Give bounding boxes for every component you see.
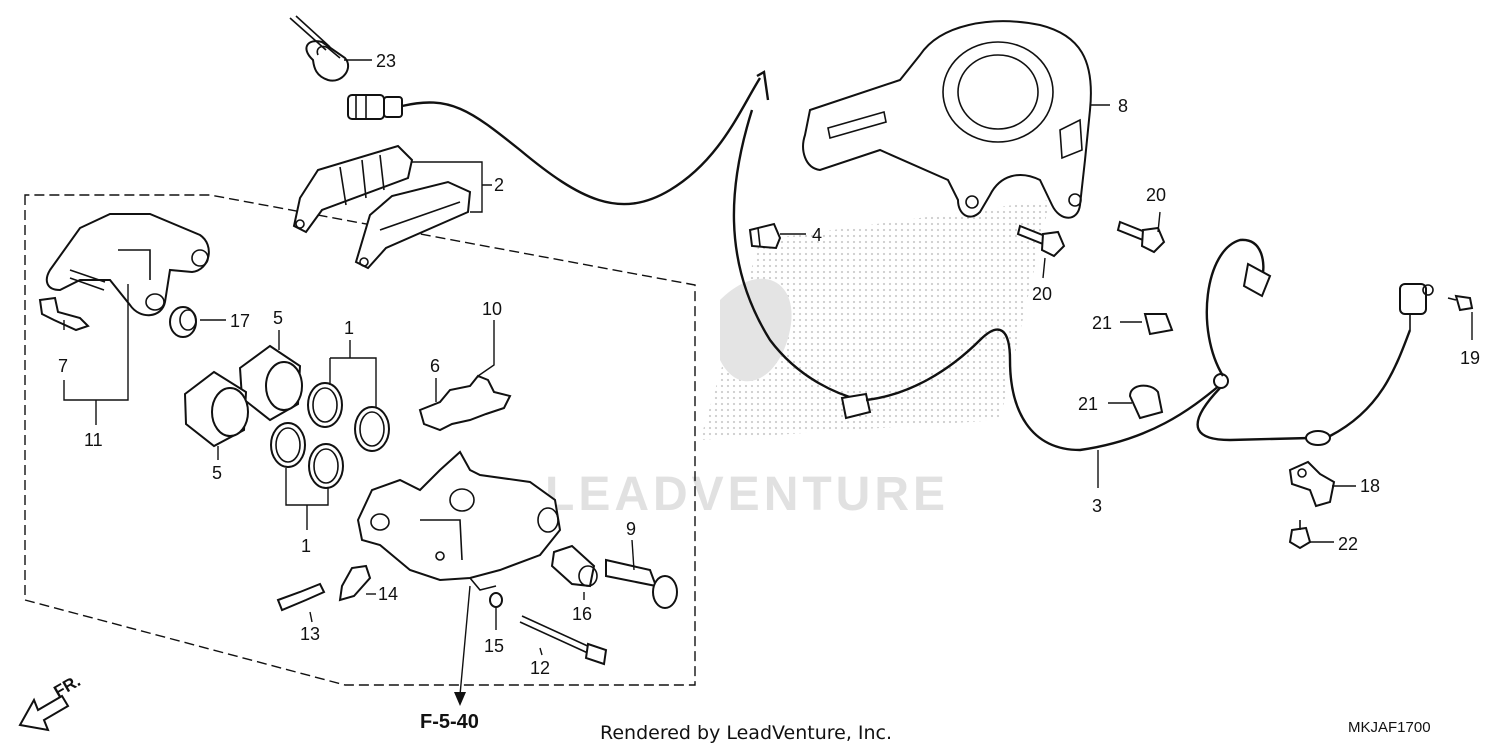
credit-text: Rendered by LeadVenture, Inc. bbox=[600, 722, 892, 744]
part-clamp-upper[interactable] bbox=[1143, 313, 1174, 336]
part-bolt-left[interactable] bbox=[1016, 224, 1066, 258]
svg-text:FR.: FR. bbox=[51, 671, 84, 701]
callout-21-lower: 21 bbox=[1078, 394, 1098, 414]
part-sensor-bolt[interactable] bbox=[1447, 294, 1474, 312]
part-bolt-right[interactable] bbox=[1116, 220, 1166, 254]
callout-14: 14 bbox=[378, 584, 398, 604]
callout-20-right: 20 bbox=[1146, 185, 1166, 205]
callout-5-upper: 5 bbox=[273, 308, 283, 328]
callout-18: 18 bbox=[1360, 476, 1380, 496]
callout-1-upper: 1 bbox=[344, 318, 354, 338]
part-clamp-lower[interactable] bbox=[1128, 384, 1164, 420]
part-brake-pads[interactable] bbox=[292, 144, 472, 270]
callout-1-lower: 1 bbox=[301, 536, 311, 556]
watermark: LEADVENTURE bbox=[545, 200, 1050, 521]
callout-22: 22 bbox=[1338, 534, 1358, 554]
part-caliper-body[interactable] bbox=[356, 450, 562, 591]
reference-link[interactable]: F-5-40 bbox=[420, 711, 479, 733]
callout-17: 17 bbox=[230, 311, 250, 331]
callout-12: 12 bbox=[530, 658, 550, 678]
callout-6: 6 bbox=[430, 356, 440, 376]
part-piston-lower[interactable] bbox=[183, 370, 249, 448]
part-clip[interactable] bbox=[748, 222, 782, 250]
callout-11: 11 bbox=[84, 430, 103, 450]
callout-2: 2 bbox=[494, 175, 504, 195]
callout-23: 23 bbox=[376, 51, 396, 71]
callout-3: 3 bbox=[1092, 496, 1102, 516]
callout-labels: 23 2 8 20 20 4 21 21 3 19 18 22 17 7 11 … bbox=[58, 51, 1480, 678]
part-sensor-cable-upper[interactable] bbox=[347, 70, 1434, 452]
part-pad-retainer[interactable] bbox=[418, 374, 512, 432]
part-boot[interactable] bbox=[169, 306, 197, 338]
callout-4: 4 bbox=[812, 225, 822, 245]
callout-20-left: 20 bbox=[1032, 284, 1052, 304]
part-caliper-bracket[interactable] bbox=[802, 20, 1092, 219]
callout-13: 13 bbox=[300, 624, 320, 644]
callout-15: 15 bbox=[484, 636, 504, 656]
callout-5-lower: 5 bbox=[212, 463, 222, 483]
callout-7: 7 bbox=[58, 356, 68, 376]
part-bleeder-cap[interactable] bbox=[338, 564, 372, 602]
svg-text:F-5-40: F-5-40 bbox=[420, 711, 479, 733]
callout-21-upper: 21 bbox=[1092, 313, 1112, 333]
part-caliper-holder[interactable] bbox=[45, 213, 210, 317]
part-slide-pin[interactable] bbox=[605, 558, 678, 609]
part-bleeder-valve[interactable] bbox=[276, 582, 326, 612]
part-washer[interactable] bbox=[489, 592, 503, 608]
callout-10: 10 bbox=[482, 299, 502, 319]
part-piston-upper[interactable] bbox=[238, 344, 303, 422]
callout-16: 16 bbox=[572, 604, 592, 624]
part-piston-seals[interactable] bbox=[270, 382, 390, 489]
caliper-assembly-outline bbox=[24, 194, 696, 686]
callout-19: 19 bbox=[1460, 348, 1480, 368]
part-pad-pin[interactable] bbox=[519, 615, 608, 666]
callout-9: 9 bbox=[626, 519, 636, 539]
arrow-icon bbox=[18, 694, 70, 732]
part-cable-tie[interactable] bbox=[289, 15, 350, 82]
leader-lines bbox=[63, 59, 1473, 706]
watermark-text: LEADVENTURE bbox=[545, 468, 949, 521]
part-pad-spring[interactable] bbox=[38, 296, 90, 332]
part-guide-bolt[interactable] bbox=[1288, 520, 1312, 550]
front-direction-indicator: FR. bbox=[18, 671, 84, 732]
callout-8: 8 bbox=[1118, 96, 1128, 116]
part-cable-guide[interactable] bbox=[1288, 460, 1336, 508]
part-pin-boot[interactable] bbox=[550, 544, 598, 588]
diagram-code: MKJAF1700 bbox=[1348, 719, 1431, 736]
